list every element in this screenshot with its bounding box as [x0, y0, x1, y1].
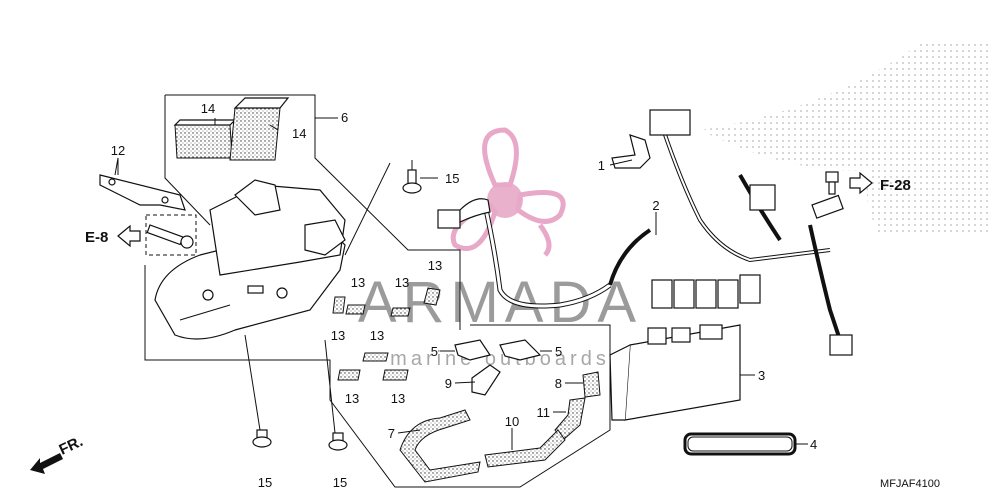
strip-7	[399, 409, 481, 483]
callouts: 1 2 3 4 5 5 6 7 8 9 10 11 12 13 13 13 13…	[111, 101, 817, 490]
callout-6: 6	[341, 110, 348, 125]
callout-8: 8	[555, 376, 562, 391]
clip-9	[471, 364, 501, 396]
cable-harness-center	[437, 198, 612, 309]
watermark: ARMADA marine outboards	[358, 127, 636, 370]
callout-13-c: 13	[428, 258, 442, 273]
ref-e8: E-8	[85, 229, 108, 246]
callout-13-e: 13	[370, 328, 384, 343]
leader-lines	[117, 118, 808, 450]
callout-5-right: 5	[555, 344, 562, 359]
clip-5-left	[454, 339, 491, 361]
pad-14-a	[173, 119, 237, 159]
pads-13	[332, 287, 441, 381]
bracket-1	[611, 134, 651, 169]
callout-1: 1	[598, 158, 605, 173]
strip-10	[484, 429, 566, 468]
screw-15-bottom-left	[244, 334, 272, 448]
main-wire-harness	[608, 109, 853, 356]
ref-front: FR.	[57, 433, 86, 459]
propeller-logo-icon	[450, 127, 566, 257]
bracket-12	[99, 157, 186, 211]
callout-13-b: 13	[395, 275, 409, 290]
watermark-subtitle: marine outboards	[390, 348, 610, 370]
callout-9: 9	[445, 376, 452, 391]
callout-7: 7	[388, 426, 395, 441]
bolt-left	[146, 224, 194, 249]
arrow-left-e8	[117, 224, 141, 248]
connector-block	[651, 274, 761, 309]
arrow-right-f28	[849, 171, 873, 195]
callout-10: 10	[505, 414, 519, 429]
callout-15-bottom-right: 15	[333, 475, 347, 490]
clip-5-right	[499, 339, 542, 361]
callout-13-a: 13	[351, 275, 365, 290]
callout-13-f: 13	[345, 391, 359, 406]
screw-15-top	[402, 160, 422, 194]
wing-logo	[700, 40, 990, 235]
diagram-code: MFJAF4100	[880, 478, 940, 490]
pad-8	[582, 371, 601, 398]
ecu-unit	[609, 324, 741, 421]
callout-12: 12	[111, 143, 125, 158]
callout-2: 2	[652, 198, 659, 213]
callout-15-top: 15	[445, 171, 459, 186]
bolt-right	[825, 171, 839, 195]
ref-f28: F-28	[880, 177, 911, 194]
group-outlines	[144, 94, 611, 488]
callout-13-g: 13	[391, 391, 405, 406]
callout-5-left: 5	[431, 344, 438, 359]
callout-15-bottom-left: 15	[258, 475, 272, 490]
callout-13-d: 13	[331, 328, 345, 343]
callout-3: 3	[758, 368, 765, 383]
rubber-band-4	[683, 432, 797, 456]
callout-4: 4	[810, 437, 817, 452]
callout-14-b: 14	[292, 126, 306, 141]
pad-14-b	[229, 97, 290, 161]
callout-11: 11	[537, 405, 551, 420]
screw-15-bottom-right	[324, 339, 348, 451]
arrow-front	[30, 453, 63, 474]
callout-14-a: 14	[201, 101, 215, 116]
tray-assembly	[154, 179, 346, 340]
